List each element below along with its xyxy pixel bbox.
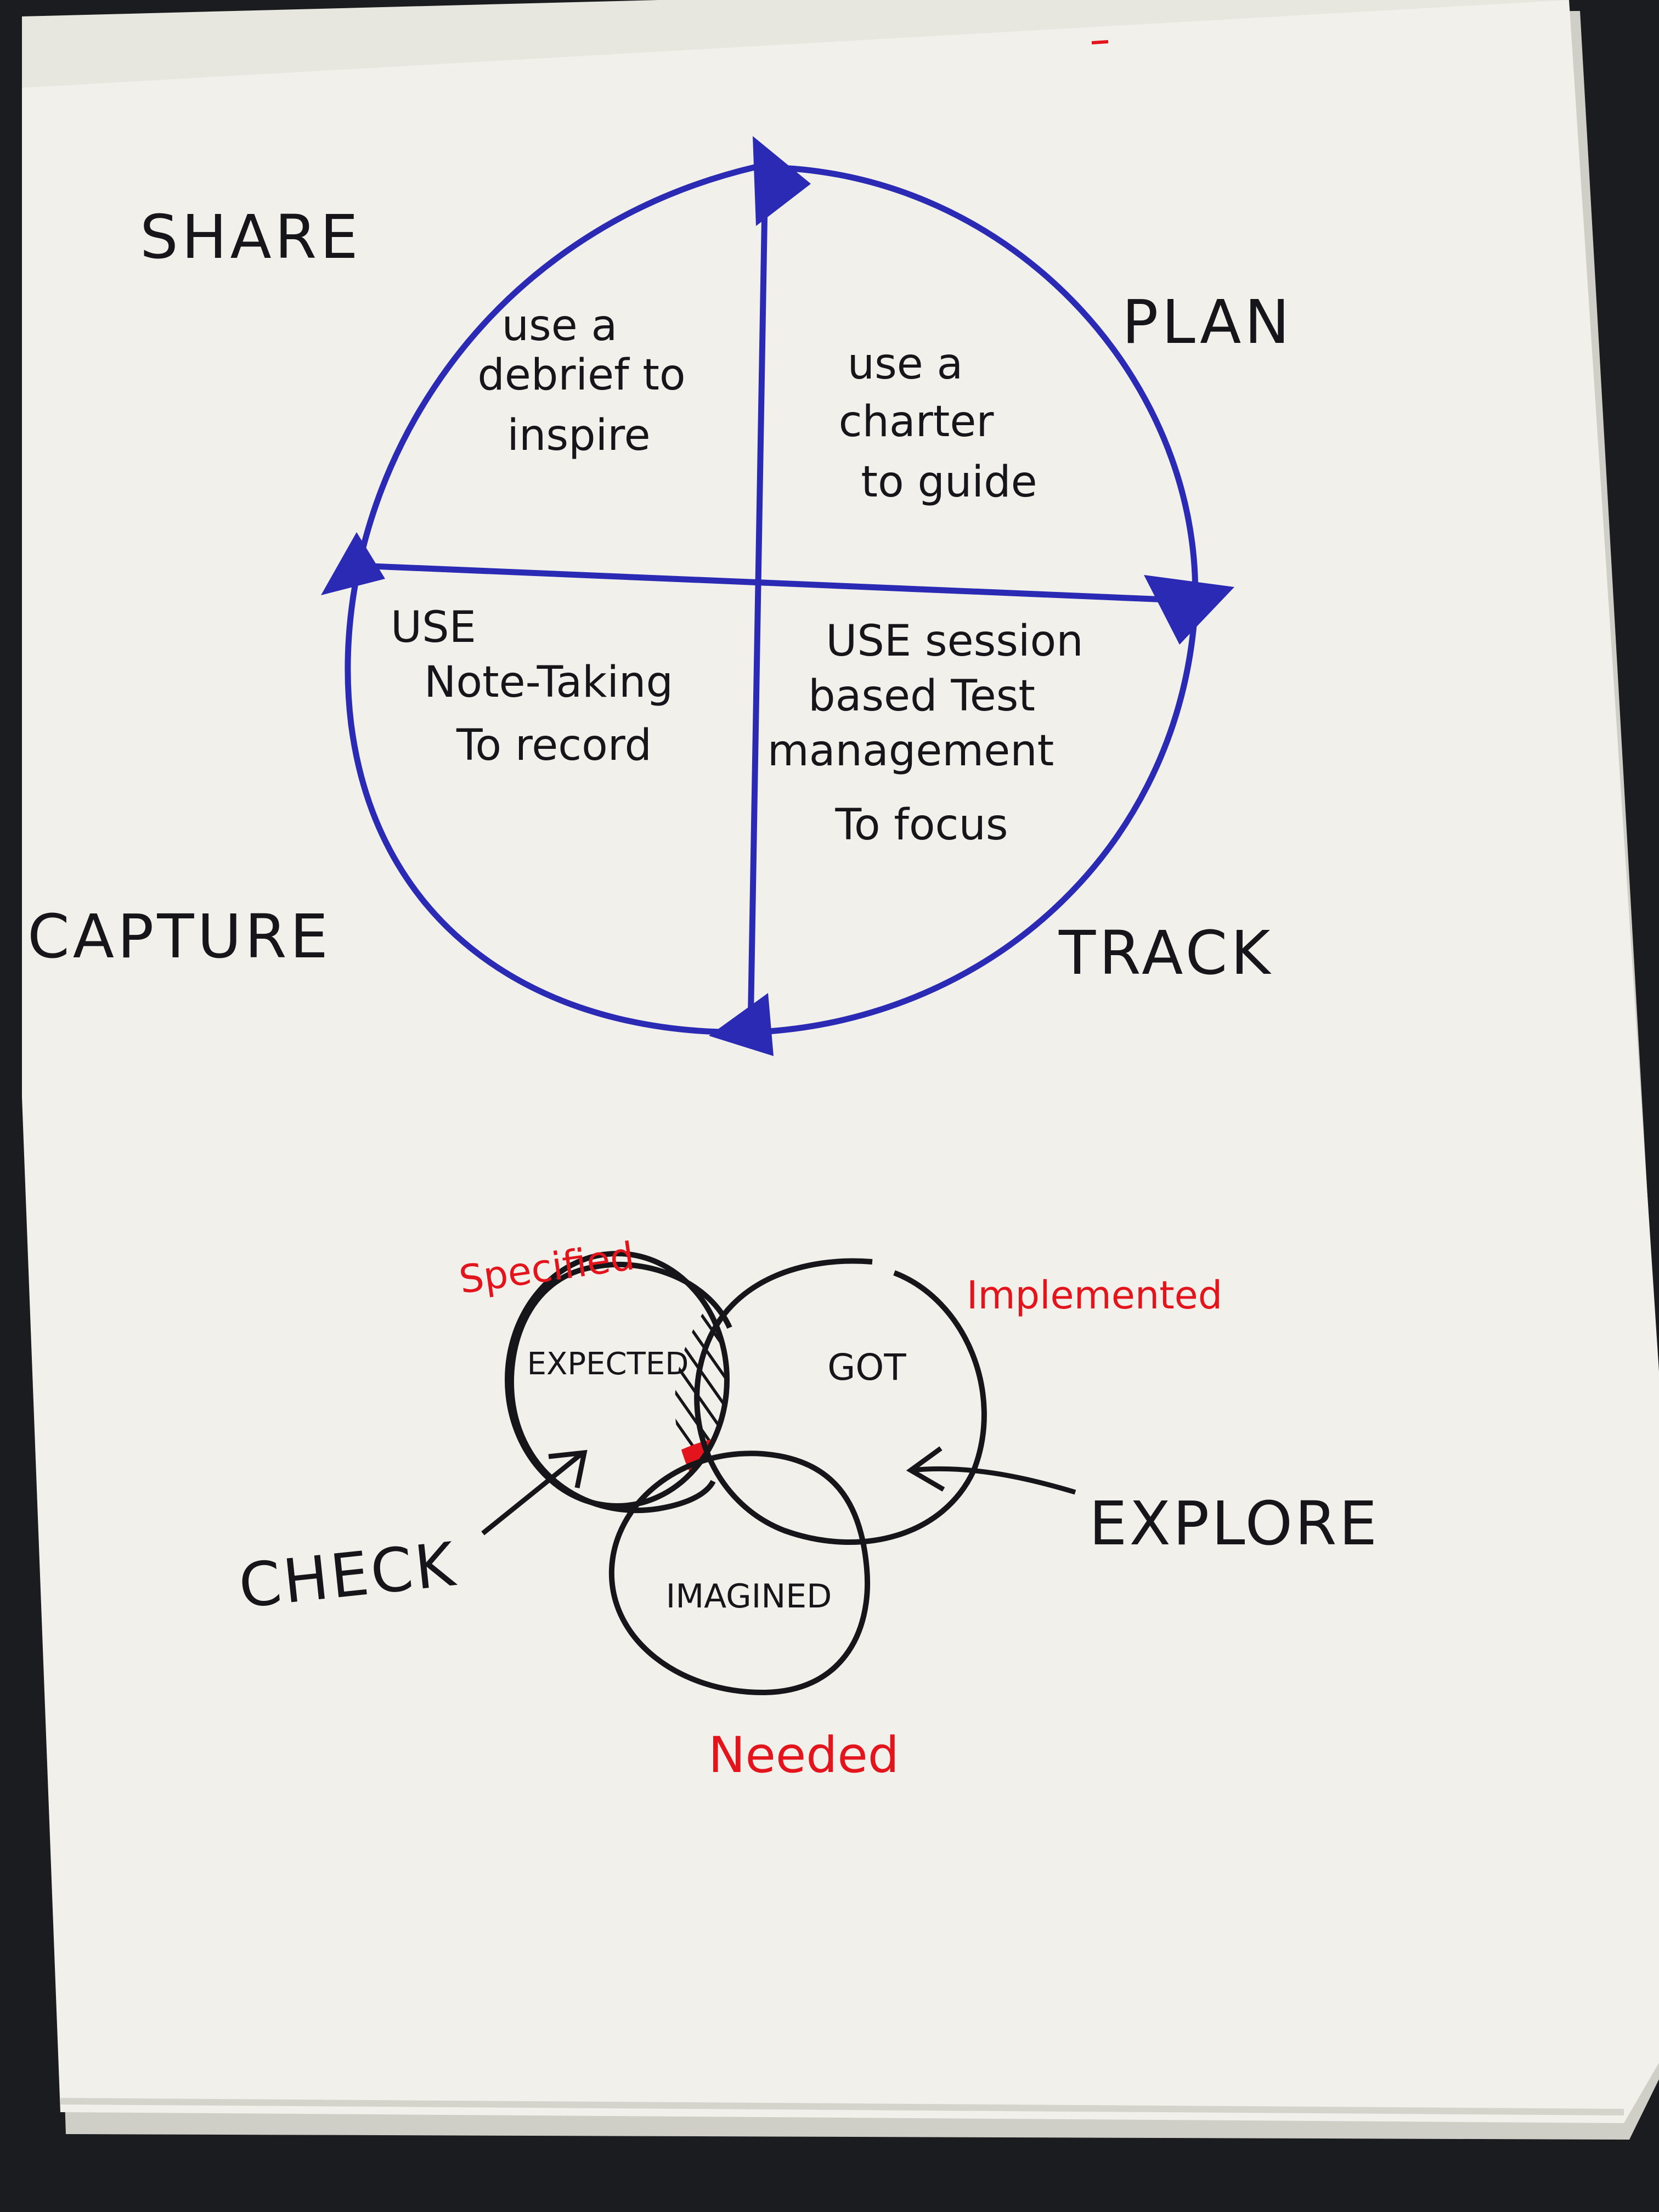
paper-sheet [22,0,1659,2123]
stage-share-label: SHARE [140,202,362,272]
stage-track-label: TRACK [1058,918,1273,988]
quadrant-share: use a debrief to inspire [477,301,685,460]
arrow-bottom-icon [709,993,774,1056]
quadrant-line: Note-Taking [424,658,673,707]
quadrant-line: use a [848,340,963,389]
quadrant-line: management [768,726,1054,776]
explore-arrow-head-icon [906,1446,945,1492]
quadrant-line: To focus [834,800,1008,850]
quadrant-line: based Test [808,672,1035,721]
cycle-horizontal-axis [345,562,1194,604]
circle-got-shape [694,1258,987,1545]
paper-top-tear [22,0,1569,88]
check-arrow [481,1449,588,1536]
circle-expected-shape [509,1261,732,1514]
venn-needed-label: Needed [708,1726,899,1784]
venn-explore-label: EXPLORE [1089,1488,1379,1559]
stage-plan-label: PLAN [1122,287,1293,357]
cycle-vertical-axis [747,170,769,1032]
stage-capture-label: CAPTURE [27,901,331,972]
quadrant-line: inspire [507,411,650,460]
circle-imagined-shape [608,1451,870,1696]
quadrant-line: to guide [861,458,1037,507]
quadrant-capture: USE Note-Taking To record [391,603,673,770]
quadrant-line: use a [502,301,618,351]
circle-expected [505,1251,730,1509]
paper-bottom-edge [60,2098,1624,2115]
check-arrow-head-icon [548,1449,588,1488]
quadrant-line: USE session [826,617,1083,666]
explore-arrow [906,1446,1076,1495]
arrow-left-icon [321,532,385,595]
quadrant-track: USE session based Test management To foc… [768,617,1084,850]
arrow-right-icon [1144,575,1234,645]
venn-expected-label: EXPECTED [527,1346,689,1382]
quadrant-line: To record [456,721,652,770]
quadrant-line: charter [839,397,995,447]
venn-got-label: GOT [827,1346,906,1389]
quadrant-line: USE [391,603,476,652]
quadrant-line: debrief to [477,351,685,400]
arrow-top-icon [753,136,811,226]
venn-imagined-label: IMAGINED [666,1577,832,1616]
explore-arrow-shaft [910,1466,1076,1495]
quadrant-plan: use a charter to guide [839,340,1037,507]
check-arrow-shaft [481,1452,583,1536]
red-ink-mark [1091,40,1109,44]
venn-implemented-label: Implemented [967,1273,1222,1318]
cycle-diagram [321,136,1234,1056]
